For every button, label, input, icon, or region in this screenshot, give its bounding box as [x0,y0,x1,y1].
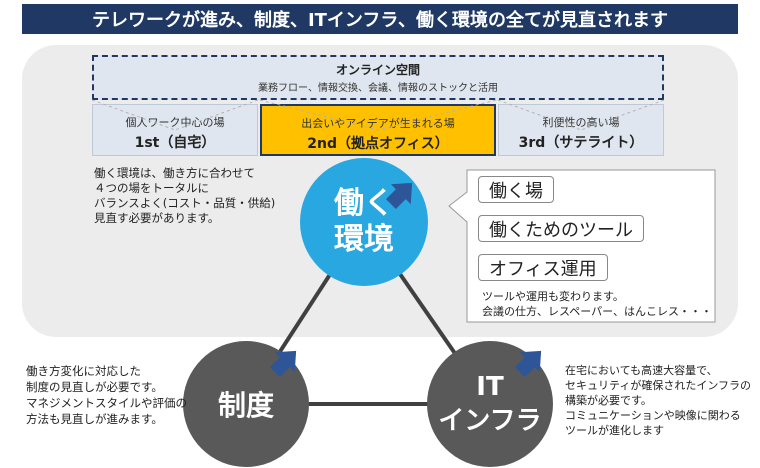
tag-work-tools: 働くためのツール [478,215,644,242]
note-line: 働く環境は、働き方に合わせて [94,166,255,180]
place-label: 利便性の高い場 [542,116,620,129]
environment-note: 働く環境は、働き方に合わせて ４つの場をトータルに バランスよく(コスト・品質・… [94,166,294,226]
connector-dashed-lines [91,99,665,131]
it-note: 在宅においても高速大容量で、 セキュリティが確保されたインフラの 構築が必要です… [565,363,751,438]
note-line: コミュニケーションや映像に関わる [565,409,741,422]
online-space-box: オンライン空間 業務フロー、情報交換、会議、情報のストックと活用 [92,55,664,100]
system-note: 働き方変化に対応した 制度の見直しが必要です。 マネジメントスタイルや評価の 方… [26,363,187,427]
arrow-icon [385,182,413,210]
online-space-title: オンライン空間 [335,63,420,77]
place-label: 個人ワーク中心の場 [125,116,225,129]
online-space-subtitle: 業務フロー、情報交換、会議、情報のストックと活用 [258,83,498,94]
tag-work-place: 働く場 [478,176,554,203]
place-first-home: 個人ワーク中心の場 1st（自宅） [92,104,258,156]
place-name: 3rd（サテライト） [518,135,644,151]
place-name: 2nd（拠点オフィス） [307,136,449,152]
note-line: 見直す必要があります。 [94,211,220,225]
note-line: セキュリティが確保されたインフラの [565,379,752,392]
callout-frame [448,169,716,323]
circle-label-line: 働く [334,186,394,221]
note-line: バランスよく(コスト・品質・供給) [94,196,276,210]
note-line: 会議の仕方、レスペーパー、はんこレス・・・ [482,305,713,318]
tag-office-operation: オフィス運用 [478,254,608,281]
place-name: 1st（自宅） [134,135,216,151]
note-line: 制度の見直しが必要です。 [26,380,163,394]
circle-label-line: インフラ [438,406,542,436]
note-line: ４つの場をトータルに [94,181,209,195]
note-line: 方法も見直しが進みます。 [26,412,163,426]
note-line: 構築が必要です。 [565,394,652,407]
note-line: 在宅においても高速大容量で、 [565,364,718,377]
banner-title: テレワークが進み、制度、ITインフラ、働く環境の全てが見直されます [91,10,669,31]
title-banner: テレワークが進み、制度、ITインフラ、働く環境の全てが見直されます [22,4,738,34]
circle-label-line: 環境 [334,222,394,257]
note-line: ツールや運用も変わります。 [482,290,624,303]
note-line: ツールが進化します [565,424,664,437]
place-label: 出会いやアイデアが生まれる場 [301,117,455,130]
place-third-satellite: 利便性の高い場 3rd（サテライト） [498,104,664,156]
note-line: マネジメントスタイルや評価の [26,396,187,410]
circle-label: 制度 [217,389,274,422]
note-line: 働き方変化に対応した [26,364,141,378]
callout-note: ツールや運用も変わります。 会議の仕方、レスペーパー、はんこレス・・・ [482,289,712,319]
circle-label-line: IT [476,372,504,402]
work-environment-circle: 働く 環境 [300,158,428,286]
arrow-icon [514,350,542,378]
arrow-icon [269,350,297,378]
